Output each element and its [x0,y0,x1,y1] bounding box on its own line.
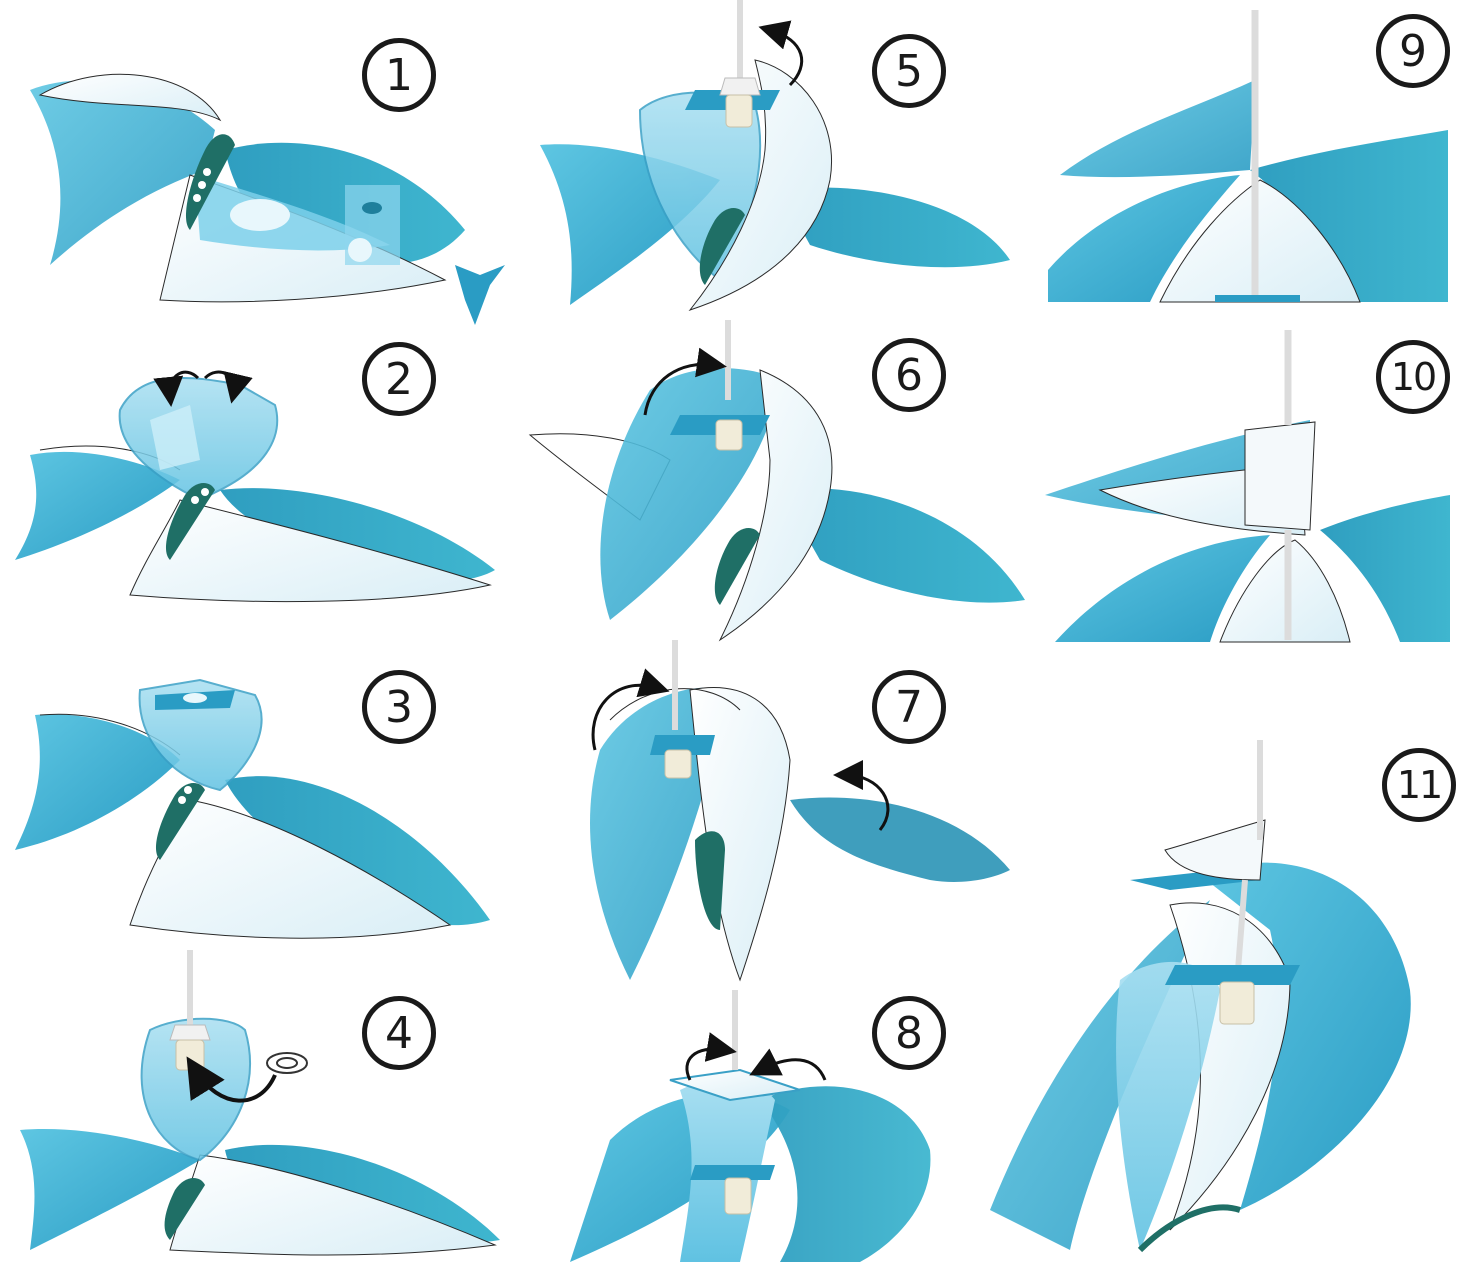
step-7: 7 [570,640,1030,990]
lampshade-wrap-illustration [570,640,1030,990]
lampshade-wrap-illustration [520,320,1030,650]
step-5: 5 [530,0,1030,320]
step-number-7: 7 [872,670,946,744]
curved-arrow-icon [760,1060,825,1080]
step-number-1: 1 [362,38,436,112]
step-2: 2 [0,330,500,650]
step-6: 6 [520,320,1030,650]
finished-lampshade-illustration [970,730,1462,1262]
step-8: 8 [560,990,1030,1262]
step-number-11: 11 [1382,748,1456,822]
ring-washer-icon [267,1053,307,1073]
lampshade-top-close-illustration [560,990,1030,1262]
step-number-6: 6 [872,338,946,412]
step-number-2: 2 [362,342,436,416]
lamp-socket-icon [176,1040,204,1070]
step-number-4: 4 [362,996,436,1070]
lampshade-wrap-illustration [530,0,1030,320]
lamp-socket-icon [726,95,752,127]
step-number-9: 9 [1376,14,1450,88]
lamp-socket-icon [716,420,742,450]
step-10: 10 [1040,330,1462,642]
lampshade-socket-illustration [0,950,510,1262]
step-3: 3 [0,650,500,950]
step-11: 11 [970,730,1462,1262]
step-number-10: 10 [1376,340,1450,414]
lamp-socket-icon [665,750,691,778]
lamp-socket-icon [1220,982,1254,1024]
step-number-8: 8 [872,996,946,1070]
step-number-3: 3 [362,670,436,744]
step-4: 4 [0,950,510,1262]
step-9: 9 [1040,0,1462,310]
lamp-socket-icon [725,1178,751,1214]
step-1: 1 [0,0,500,330]
step-number-5: 5 [872,34,946,108]
